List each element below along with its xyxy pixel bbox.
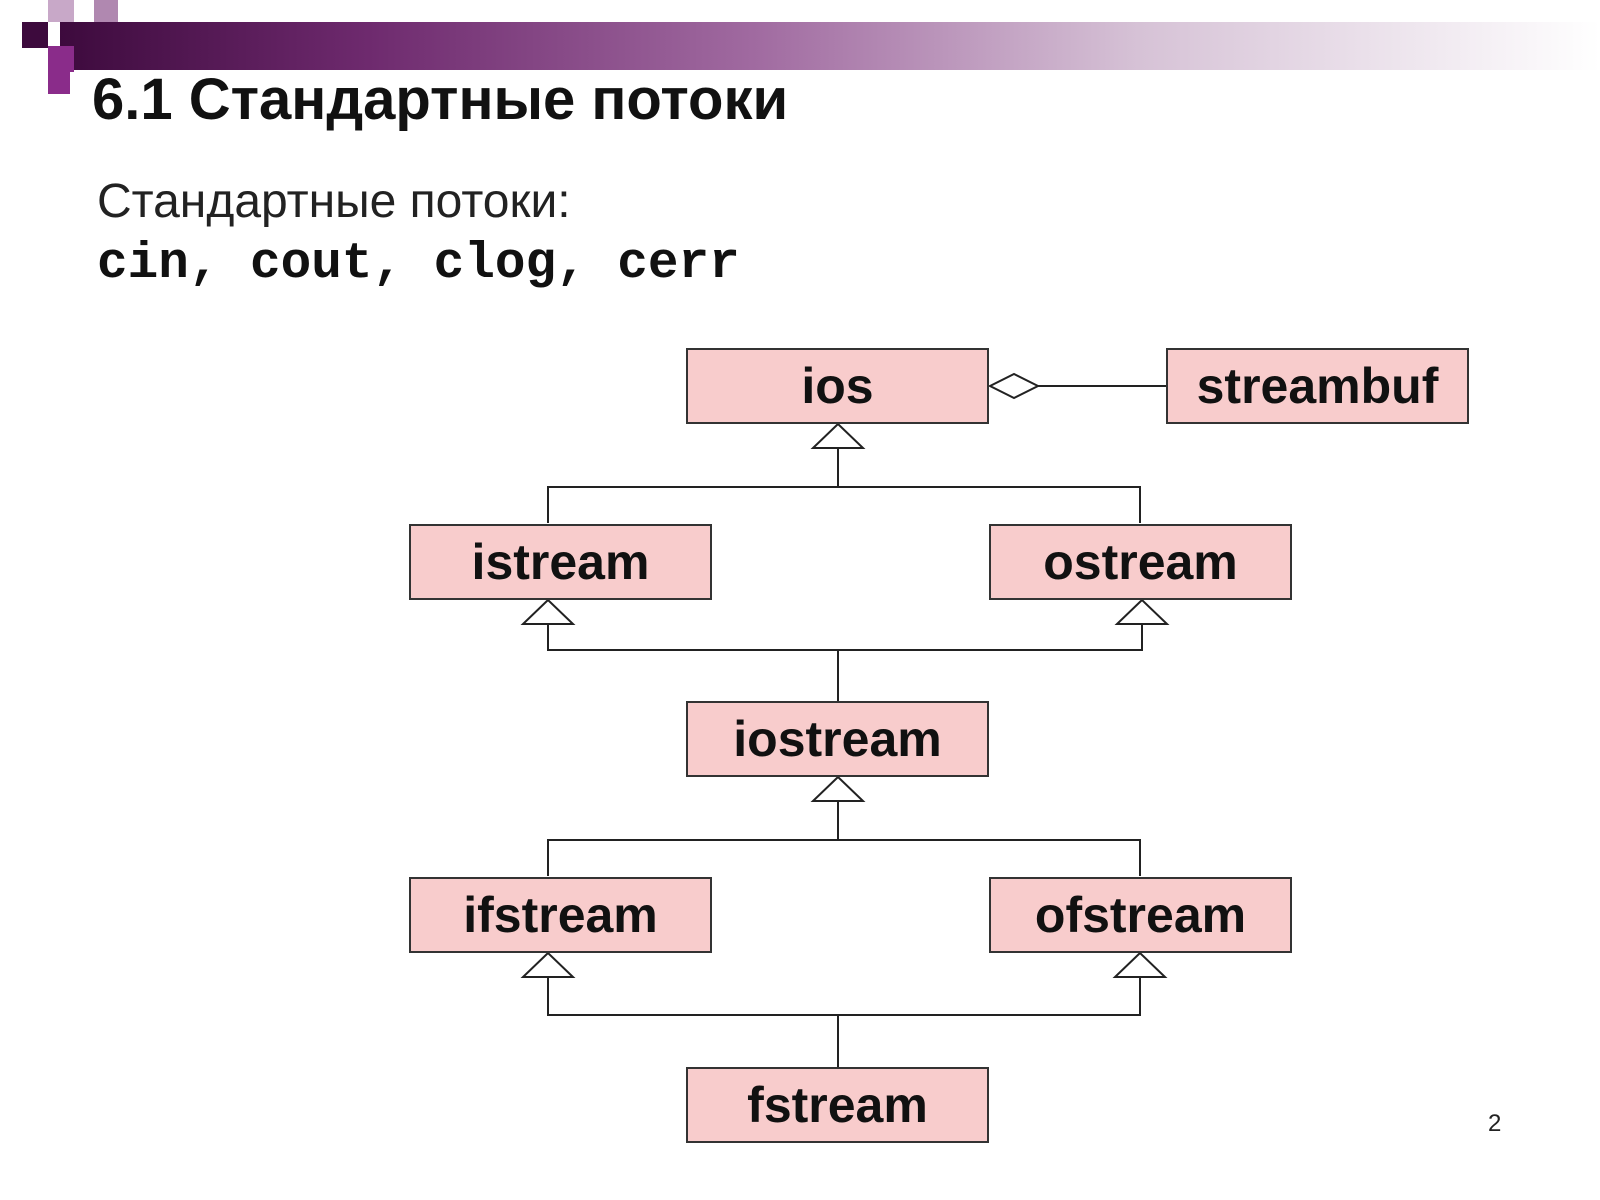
inheritance-arrow-ios	[810, 422, 866, 449]
inheritance-arrow-ifstream	[520, 951, 576, 978]
aggregation-diamond	[987, 372, 1041, 400]
connector-ios-children	[547, 486, 1141, 523]
connector-fstream-parents	[547, 977, 1141, 1016]
header-gradient-bar	[60, 22, 1600, 70]
class-box-ofstream: ofstream	[989, 877, 1292, 953]
inheritance-arrow-iostream	[810, 775, 866, 802]
header-square-purple	[48, 46, 74, 72]
standard-streams-list: cin, cout, clog, cerr	[97, 236, 740, 293]
class-box-fstream: fstream	[686, 1067, 989, 1143]
connector-iostream-parents	[547, 624, 1143, 651]
class-box-ios: ios	[686, 348, 989, 424]
connector-iostream-children	[547, 839, 1141, 876]
subtitle: Стандартные потоки:	[97, 175, 571, 228]
class-box-ostream: ostream	[989, 524, 1292, 600]
header-square-small	[94, 0, 118, 22]
header-square-accent	[48, 72, 70, 94]
class-box-istream: istream	[409, 524, 712, 600]
class-box-iostream: iostream	[686, 701, 989, 777]
page-number: 2	[1488, 1110, 1502, 1137]
header-square-light	[48, 0, 74, 22]
class-box-ifstream: ifstream	[409, 877, 712, 953]
inheritance-arrow-ofstream	[1112, 951, 1168, 978]
slide-title: 6.1 Стандартные потоки	[92, 67, 789, 132]
class-box-streambuf: streambuf	[1166, 348, 1469, 424]
inheritance-arrow-istream	[520, 598, 576, 625]
header-square-dark	[22, 22, 48, 48]
inheritance-arrow-ostream	[1114, 598, 1170, 625]
